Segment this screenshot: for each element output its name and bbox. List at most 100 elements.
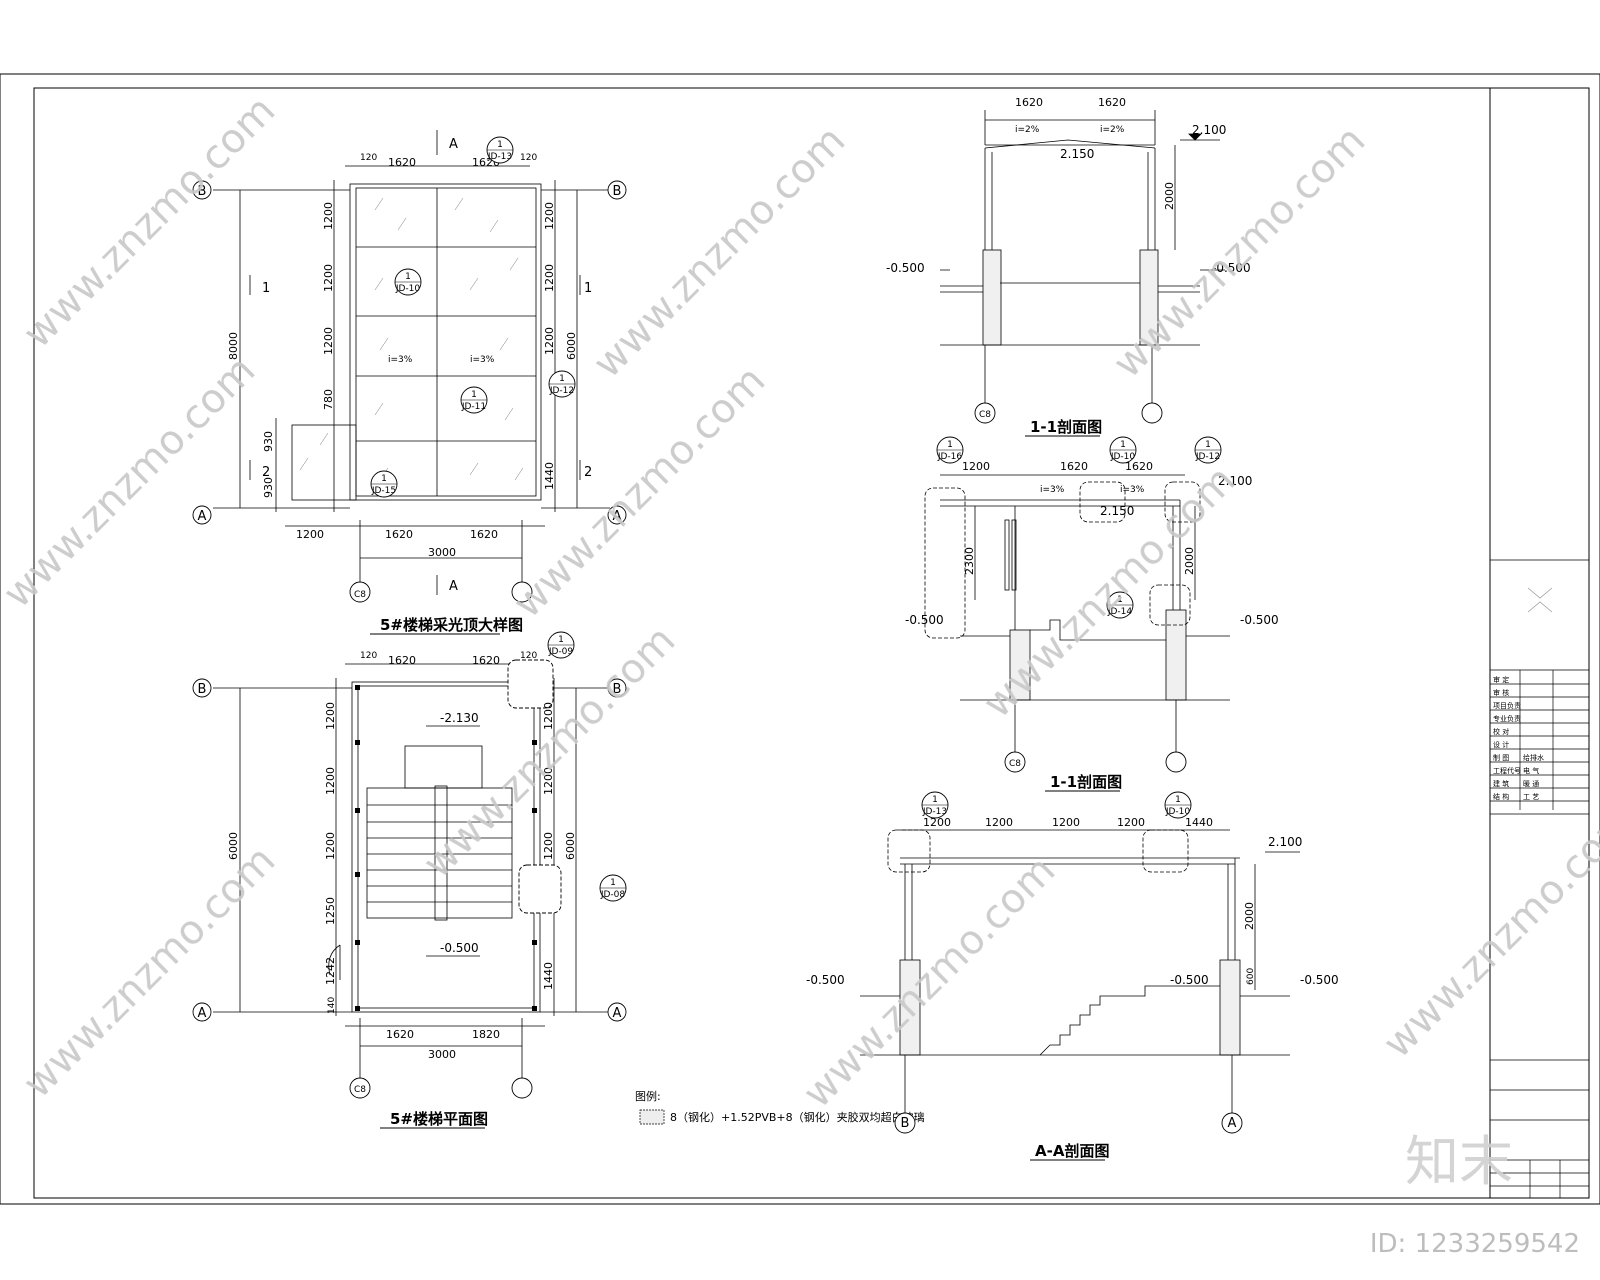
dim-2000: 2000 <box>1163 182 1176 210</box>
elev-label: 2.150 <box>1100 504 1134 518</box>
sheet-outer-border <box>0 73 1600 1205</box>
detail-num: 1 <box>1175 795 1181 805</box>
axis-a-right: A <box>613 1006 622 1021</box>
dim-1200: 1200 <box>543 327 556 355</box>
detail-jd15: JD-15 <box>371 486 396 496</box>
axis-b-right: B <box>613 184 622 199</box>
detail-num: 1 <box>1120 440 1126 450</box>
dim-1620: 1620 <box>472 654 500 667</box>
dim-120: 120 <box>360 153 377 163</box>
dim-1200: 1200 <box>543 264 556 292</box>
dim-1200: 1200 <box>1117 816 1145 829</box>
title-section-1-1-a: 1-1剖面图 <box>1030 418 1102 436</box>
detail-num: 1 <box>932 795 938 805</box>
dim-8000: 8000 <box>227 332 240 360</box>
detail-num: 1 <box>381 474 387 484</box>
detail-num: 1 <box>497 140 503 150</box>
dim-1620: 1620 <box>388 156 416 169</box>
dim-2300: 2300 <box>963 547 976 575</box>
dim-3000: 3000 <box>428 1048 456 1061</box>
sheet-inner-border <box>33 87 1590 1199</box>
detail-jd10: JD-10 <box>395 284 421 294</box>
title-block-row-label: 审 定 <box>1493 675 1509 684</box>
dim-1200: 1200 <box>324 832 337 860</box>
watermark-text: www.znzmo.com <box>585 117 855 387</box>
title-block-row-label: 制 图 <box>1493 753 1509 762</box>
section-1-1-top: C8 1620 1620 i=2% i=2% 2.150 2.100 2000 … <box>886 96 1251 437</box>
elev-label: -0.500 <box>886 261 925 275</box>
dim-1200: 1200 <box>1052 816 1080 829</box>
dim-1242: 1242 <box>324 957 337 985</box>
dim-1620: 1620 <box>1125 460 1153 473</box>
detail-jd11: JD-11 <box>461 402 486 412</box>
slope-label: i=2% <box>1015 125 1040 135</box>
dim-120: 120 <box>360 651 377 661</box>
detail-jd13: JD-13 <box>487 152 512 162</box>
dim-1200: 1200 <box>985 816 1013 829</box>
dim-1200: 1200 <box>542 767 555 795</box>
dim-1620: 1620 <box>386 1028 414 1041</box>
dim-1200: 1200 <box>542 702 555 730</box>
elev-label: -2.130 <box>440 711 479 725</box>
title-block-row-label: 建 筑 <box>1493 779 1509 788</box>
cut-1-right: 1 <box>584 281 592 296</box>
dim-1440: 1440 <box>1185 816 1213 829</box>
watermark-text: www.znzmo.com <box>505 357 775 627</box>
detail-num: 1 <box>405 272 411 282</box>
dim-780: 780 <box>322 389 335 410</box>
detail-num: 1 <box>1117 595 1123 605</box>
dim-1440: 1440 <box>543 462 556 490</box>
watermark-text: www.znzmo.com <box>15 837 285 1107</box>
dim-1620: 1620 <box>385 528 413 541</box>
axis-b-left: B <box>198 682 207 697</box>
cut-a-top: A <box>449 137 458 152</box>
slope-label: i=3% <box>1120 485 1145 495</box>
title-block-row-label: 结 构 <box>1493 792 1509 801</box>
axis-a: A <box>1228 1116 1237 1131</box>
watermark-text: www.znzmo.com <box>15 87 285 357</box>
axis-c8: C8 <box>354 590 366 600</box>
detail-num: 1 <box>558 635 564 645</box>
title-skylight-detail: 5#楼梯采光顶大样图 <box>380 616 523 634</box>
title-block-row-label: 暖 通 <box>1523 779 1539 788</box>
detail-jd12: JD-12 <box>549 386 574 396</box>
dim-1200: 1200 <box>543 202 556 230</box>
dim-3000: 3000 <box>428 546 456 559</box>
dim-6000: 6000 <box>565 332 578 360</box>
elev-label: -0.500 <box>1240 613 1279 627</box>
elev-label: -0.500 <box>806 973 845 987</box>
slope-label: i=3% <box>470 355 495 365</box>
detail-jd14: JD-14 <box>1107 607 1133 617</box>
title-block-row-label: 工 艺 <box>1523 793 1539 801</box>
dim-1200: 1200 <box>322 327 335 355</box>
detail-jd13: JD-13 <box>922 807 947 817</box>
title-stair-plan: 5#楼梯平面图 <box>390 1110 488 1128</box>
axis-c8: C8 <box>354 1085 366 1095</box>
elev-label: 2.100 <box>1192 123 1226 137</box>
dim-1200: 1200 <box>923 816 951 829</box>
dim-6000: 6000 <box>564 832 577 860</box>
title-block-row-label: 电 气 <box>1523 766 1539 775</box>
cut-1-left: 1 <box>262 281 270 296</box>
watermark-text: www.znzmo.com <box>0 347 264 617</box>
axis-c8: C8 <box>979 410 991 420</box>
detail-num: 1 <box>1205 440 1211 450</box>
dim-1620: 1620 <box>1060 460 1088 473</box>
slope-label: i=3% <box>1040 485 1065 495</box>
dim-1200: 1200 <box>322 264 335 292</box>
dim-120: 120 <box>520 153 537 163</box>
dim-600: 600 <box>1246 968 1256 985</box>
dim-1200: 1200 <box>962 460 990 473</box>
title-block-row-label: 给排水 <box>1523 753 1544 762</box>
dim-1250: 1250 <box>324 897 337 925</box>
dim-6000: 6000 <box>227 832 240 860</box>
axis-b-left: B <box>198 184 207 199</box>
dim-2000: 2000 <box>1183 547 1196 575</box>
detail-jd16: JD-16 <box>937 452 963 462</box>
title-block-row-label: 校 对 <box>1493 727 1509 736</box>
detail-num: 1 <box>559 374 565 384</box>
dim-1200: 1200 <box>542 832 555 860</box>
dim-1620: 1620 <box>470 528 498 541</box>
dim-1620: 1620 <box>388 654 416 667</box>
